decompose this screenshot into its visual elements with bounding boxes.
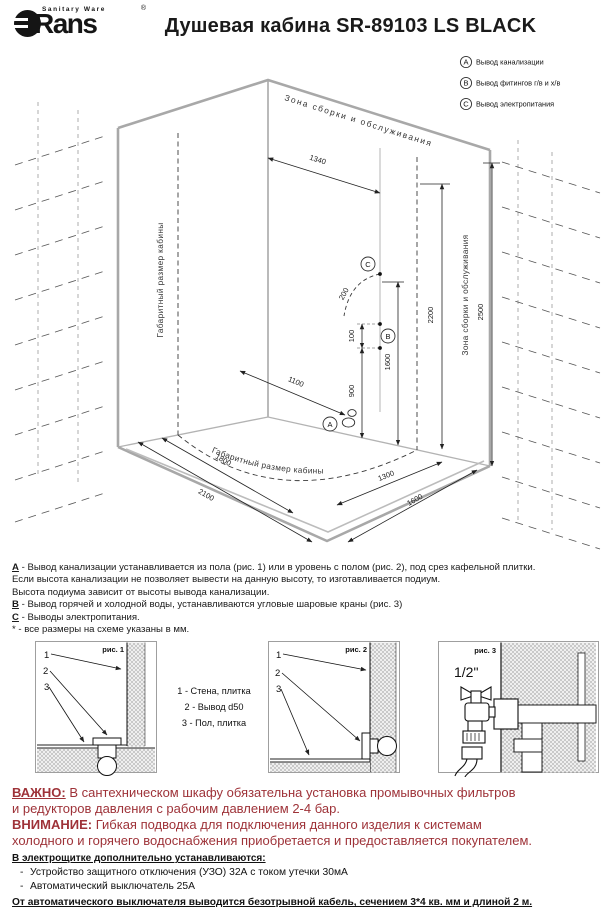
dimension-200-cable: 200: [337, 273, 381, 317]
svg-text:B: B: [385, 332, 390, 341]
svg-text:Вывод электропитания: Вывод электропитания: [476, 100, 554, 109]
fitting-points: [378, 272, 382, 350]
svg-text:Вывод фитингов г/в и х/в: Вывод фитингов г/в и х/в: [476, 79, 560, 88]
figure-2: 1 2 3 рис. 2: [268, 641, 400, 774]
left-wall-tile-hatch: [14, 102, 109, 523]
fig1-wall-hatch: [127, 642, 145, 747]
notes-block: А - Вывод канализации устанавливается из…: [12, 562, 611, 636]
note-line-2: Если высота канализации не позволяет выв…: [12, 574, 441, 586]
warning-attention-line2: холодного и горячего водоснабжения приоб…: [12, 833, 533, 849]
brand-name: Rans: [34, 8, 98, 39]
fig2-drain: [361, 732, 397, 760]
dimension-2200: 2200: [420, 183, 450, 450]
callout-legend: A Вывод канализации B Вывод фитингов г/в…: [459, 55, 560, 111]
dimension-1600-floor: 1600: [347, 469, 478, 543]
warning-important-line2: и редукторов давления с рабочим давление…: [12, 801, 340, 817]
brand-logo: Rans Sanitary Ware ®: [11, 5, 146, 46]
registered-mark: ®: [140, 5, 146, 12]
fig3-valve: [454, 686, 496, 778]
fig2-floor-hatch: [270, 762, 370, 773]
electrical-block: В электрощитке дополнительно устанавлива…: [12, 852, 611, 910]
svg-text:A: A: [463, 58, 468, 67]
fig1-arrows: [48, 654, 122, 743]
svg-text:Вывод канализации: Вывод канализации: [476, 58, 544, 67]
main-diagram: 1340 2500 2200 1600 100 900: [14, 55, 601, 550]
note-line-b: В - Вывод горячей и холодной воды, устан…: [12, 599, 403, 611]
fig2-label-3: 3: [276, 684, 281, 695]
dimension-900: 900: [347, 347, 365, 439]
svg-text:C: C: [365, 260, 371, 269]
svg-text:2200: 2200: [426, 307, 435, 324]
svg-text:900: 900: [347, 385, 356, 398]
room-walls: [116, 78, 492, 467]
marker-b: B: [380, 328, 396, 344]
dimension-1340: 1340: [267, 153, 381, 194]
fig2-arrows: [280, 654, 367, 756]
fig2-caption: рис. 2: [345, 645, 367, 654]
svg-text:1600: 1600: [405, 492, 424, 508]
svg-text:200: 200: [337, 286, 351, 301]
fig2-label-1: 1: [276, 650, 281, 661]
svg-text:1100: 1100: [287, 374, 305, 389]
svg-text:C: C: [463, 100, 469, 109]
warning-attention-line1: ВНИМАНИЕ: Гибкая подводка для подключени…: [12, 817, 482, 833]
figures-row: 1 2 3 рис. 1 1 - Стена, плитка 2 - Вывод…: [0, 639, 611, 779]
figure-legend-3: 3 - Пол, плитка: [181, 718, 247, 729]
warning-important-line1: ВАЖНО: В сантехническом шкафу обязательн…: [12, 785, 516, 801]
drain-outlet: [341, 409, 357, 428]
svg-text:1300: 1300: [377, 468, 396, 483]
warnings-block: ВАЖНО: В сантехническом шкафу обязательн…: [12, 785, 611, 849]
fig3-caption: рис. 3: [474, 646, 496, 655]
note-line-a: А - Вывод канализации устанавливается из…: [12, 562, 536, 573]
electrical-footer: От автоматического выключателя выводится…: [12, 897, 533, 909]
important-label: ВАЖНО:: [12, 785, 66, 801]
svg-text:2500: 2500: [476, 304, 485, 321]
fig1-drain: [92, 737, 122, 777]
attention-label: ВНИМАНИЕ:: [12, 817, 93, 833]
figure-3: 1/2" рис. 3: [438, 641, 599, 778]
note-line-c: С - Выводы электропитания.: [12, 611, 140, 623]
svg-text:1340: 1340: [308, 153, 327, 167]
fig1-label-1: 1: [44, 650, 49, 661]
svg-text:100: 100: [347, 330, 356, 343]
figure-legend-1: 1 - Стена, плитка: [177, 686, 251, 697]
legend-item-b: B Вывод фитингов г/в и х/в: [459, 76, 560, 90]
note-line-units: * - все размеры на схеме указаны в мм.: [12, 624, 190, 636]
figure-1: 1 2 3 рис. 1: [35, 641, 157, 777]
legend-item-c: C Вывод электропитания: [459, 97, 554, 111]
header: Rans Sanitary Ware ® Душевая кабина SR-8…: [0, 0, 611, 50]
electrical-item-1: -Устройство защитного отключения (УЗО) 3…: [20, 867, 348, 879]
page-title: Душевая кабина SR-89103 LS BLACK: [164, 15, 537, 37]
zone-top-label: Зона сборки и обслуживания: [283, 92, 434, 148]
marker-c: C: [360, 256, 376, 272]
brand-subtitle: Sanitary Ware: [42, 6, 106, 13]
zone-right-label: Зона сборки и обслуживания: [461, 234, 470, 355]
marker-a: A: [322, 416, 338, 432]
electrical-heading: В электрощитке дополнительно устанавлива…: [12, 853, 266, 865]
figure-legend-2: 2 - Вывод d50: [184, 702, 244, 713]
fig1-caption: рис. 1: [102, 645, 124, 654]
right-wall-tile-hatch: [501, 140, 601, 550]
dimension-1600-height: 1600: [382, 281, 404, 446]
dimension-1100: 1100: [239, 370, 346, 416]
cabin-left-label: Габаритный размер кабины: [156, 222, 165, 337]
fig3-size-label: 1/2": [454, 664, 478, 680]
fig1-label-2: 2: [43, 666, 48, 677]
brand-o-icon: [11, 10, 41, 37]
svg-text:B: B: [463, 79, 468, 88]
legend-item-a: A Вывод канализации: [459, 55, 544, 69]
dimension-2500: 2500: [476, 162, 500, 467]
fig2-label-2: 2: [275, 668, 280, 679]
note-line-3: Высота подиума зависит от высоты вывода …: [12, 586, 270, 598]
svg-text:A: A: [327, 420, 332, 429]
electrical-item-2: -Автоматический выключатель 25А: [20, 880, 195, 892]
figure-legend: 1 - Стена, плитка 2 - Вывод d50 3 - Пол,…: [163, 683, 265, 731]
dimension-100: 100: [347, 323, 380, 349]
fig1-label-3: 3: [44, 682, 49, 693]
fig1-floor-hatch: [37, 748, 155, 773]
svg-text:1600: 1600: [383, 354, 392, 371]
fig3-pipes-in-wall: [493, 653, 597, 773]
